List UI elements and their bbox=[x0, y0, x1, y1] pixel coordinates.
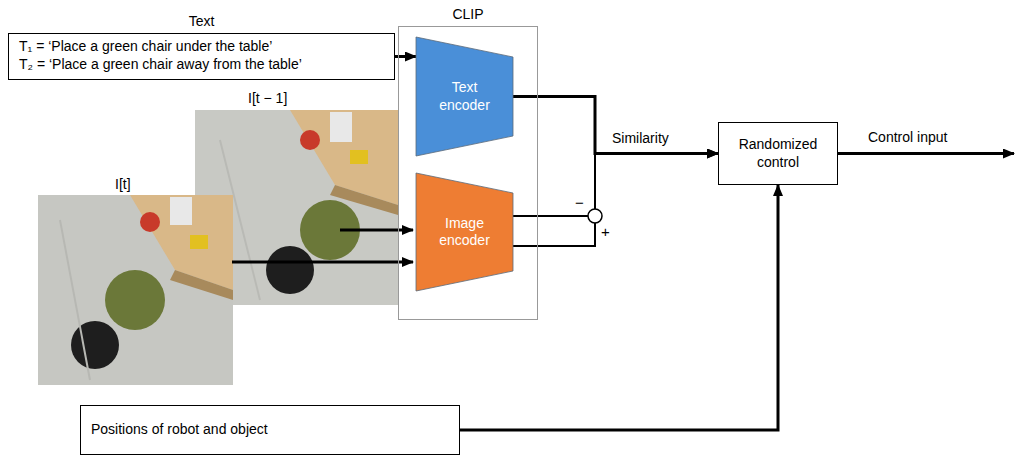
photo-current bbox=[38, 195, 233, 385]
encoder-label: Image encoder bbox=[430, 215, 500, 250]
box-label: Randomized control bbox=[733, 136, 823, 171]
clip-group: Text encoderImage encoderCLIP bbox=[398, 26, 538, 320]
edge-label: Similarity bbox=[612, 130, 669, 147]
text-prompt: T₂ = ‘Place a green chair away from the … bbox=[19, 56, 384, 74]
connector bbox=[513, 154, 718, 247]
box-heading: Text bbox=[9, 13, 394, 31]
sign-label: + bbox=[601, 223, 610, 241]
control-box: Randomized control bbox=[718, 122, 838, 185]
group-heading: CLIP bbox=[399, 6, 537, 24]
text-input-box: TextT₁ = ‘Place a green chair under the … bbox=[8, 33, 395, 80]
image-encoder: Image encoder bbox=[416, 173, 513, 291]
connector bbox=[513, 97, 718, 154]
image-input-wire bbox=[340, 229, 413, 232]
output-arrow bbox=[838, 152, 1014, 155]
image-label: I[t] bbox=[115, 176, 131, 193]
output-label: Control input bbox=[868, 129, 947, 146]
text-prompt: T₁ = ‘Place a green chair under the tabl… bbox=[19, 38, 384, 56]
image-input-wire bbox=[232, 261, 413, 264]
image-label: I[t − 1] bbox=[248, 90, 287, 107]
summing-junction bbox=[588, 209, 602, 223]
encoder-label: Text encoder bbox=[430, 79, 500, 114]
text-encoder: Text encoder bbox=[416, 37, 513, 156]
box-label: Positions of robot and object bbox=[91, 421, 268, 439]
sign-label: − bbox=[575, 194, 584, 212]
position-box: Positions of robot and object bbox=[80, 405, 460, 455]
